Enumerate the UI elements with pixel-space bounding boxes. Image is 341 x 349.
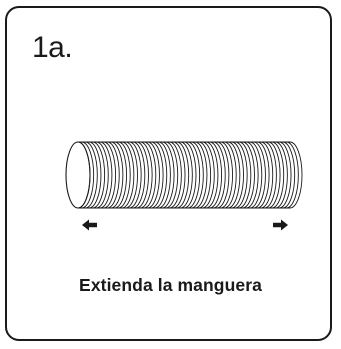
instruction-caption: Extienda la manguera — [79, 275, 262, 295]
hose-ridge — [162, 141, 175, 209]
hose-ridge — [209, 141, 223, 209]
hose-ridge — [125, 141, 138, 209]
hose-body — [65, 141, 303, 209]
hose-ridge — [257, 141, 270, 209]
hose-ridge — [147, 141, 160, 209]
hose-ridge — [132, 141, 146, 209]
hose-ridge — [154, 141, 168, 209]
step-number: 1a. — [32, 31, 73, 64]
hose-ridge — [227, 141, 241, 209]
hose-ridge — [88, 141, 102, 209]
hose-ridge — [165, 141, 179, 209]
hose-ridge — [260, 141, 274, 209]
hose-ridge — [220, 141, 234, 209]
hose-ridge — [103, 141, 117, 209]
hose-ridge — [110, 141, 124, 209]
hose-ridge — [129, 141, 142, 209]
hose-ridge — [246, 141, 259, 209]
hose-ridge — [289, 141, 303, 209]
hose-ridge — [216, 141, 230, 209]
hose-ridge — [249, 141, 263, 209]
hose-ridge — [271, 141, 285, 209]
hose-ridge — [121, 141, 135, 209]
hose-ridge — [77, 141, 91, 209]
hose-ridge — [172, 141, 186, 209]
hose-ridge — [176, 141, 190, 209]
hose-ridge — [282, 141, 296, 209]
hose-ridge — [224, 141, 237, 209]
hose-ridge — [268, 141, 281, 209]
hose-ridge — [286, 141, 299, 209]
hose-ridge — [183, 141, 197, 209]
hose-ridge — [198, 141, 212, 209]
hose-ridge — [85, 141, 98, 209]
hose-ridge — [180, 141, 193, 209]
hose-ridge — [158, 141, 171, 209]
hose-ridge — [107, 141, 120, 209]
instruction-card — [5, 6, 332, 341]
hose-ridge — [143, 141, 157, 209]
hose-ridge — [81, 141, 95, 209]
hose-ridge — [187, 141, 201, 209]
hose-ridge — [242, 141, 255, 209]
hose-ridge — [140, 141, 153, 209]
hose-ridge — [231, 141, 244, 209]
hose-ridge — [136, 141, 149, 209]
hose-ridge — [202, 141, 215, 209]
arrow-right-icon — [273, 219, 288, 231]
hose-ridge — [238, 141, 252, 209]
arrow-left-icon — [82, 219, 97, 231]
hose-ridge — [114, 141, 128, 209]
hose-ridge — [278, 141, 292, 209]
hose-ridge — [213, 141, 226, 209]
hose-ridge — [151, 141, 164, 209]
hose-ridge — [205, 141, 219, 209]
hose-ridge — [264, 141, 277, 209]
hose-ridge — [253, 141, 266, 209]
hose-ridge — [99, 141, 113, 209]
hose-ridge — [96, 141, 109, 209]
hose-ridge — [92, 141, 106, 209]
hose-ridge — [275, 141, 288, 209]
hose-ridge — [169, 141, 182, 209]
hose-ridge — [191, 141, 204, 209]
hose-ridge — [194, 141, 208, 209]
hose-ridge — [118, 141, 131, 209]
hose-ridge — [235, 141, 248, 209]
